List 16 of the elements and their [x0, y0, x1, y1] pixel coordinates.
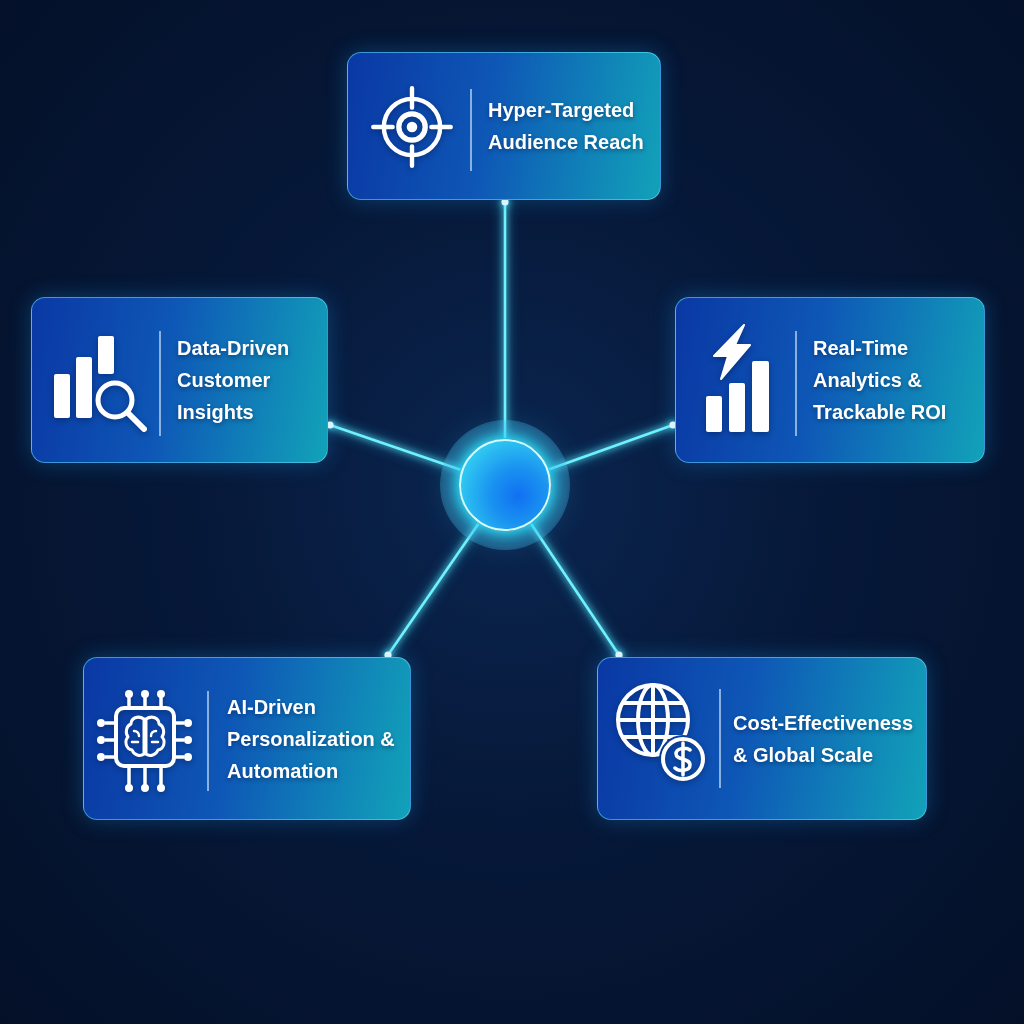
connector-line — [501, 198, 509, 438]
feature-card — [675, 297, 985, 463]
feature-card — [597, 657, 927, 820]
feature-card — [31, 297, 328, 463]
feature-label: Hyper-Targeted Audience Reach — [488, 98, 645, 155]
feature-label: AI-Driven Personalization & Automation — [227, 694, 396, 784]
feature-label: Data-Driven Customer Insights — [177, 336, 291, 425]
connector-line — [384, 522, 480, 659]
feature-label: Cost-Effectiveness & Global Scale — [733, 710, 915, 768]
hub-circle — [459, 439, 551, 531]
feature-card — [83, 657, 411, 820]
connector-line — [548, 421, 677, 471]
feature-card — [347, 52, 661, 200]
connector-line — [530, 523, 623, 659]
feature-label: Real-Time Analytics & Trackable ROI — [813, 336, 948, 425]
connector-line — [326, 421, 461, 472]
